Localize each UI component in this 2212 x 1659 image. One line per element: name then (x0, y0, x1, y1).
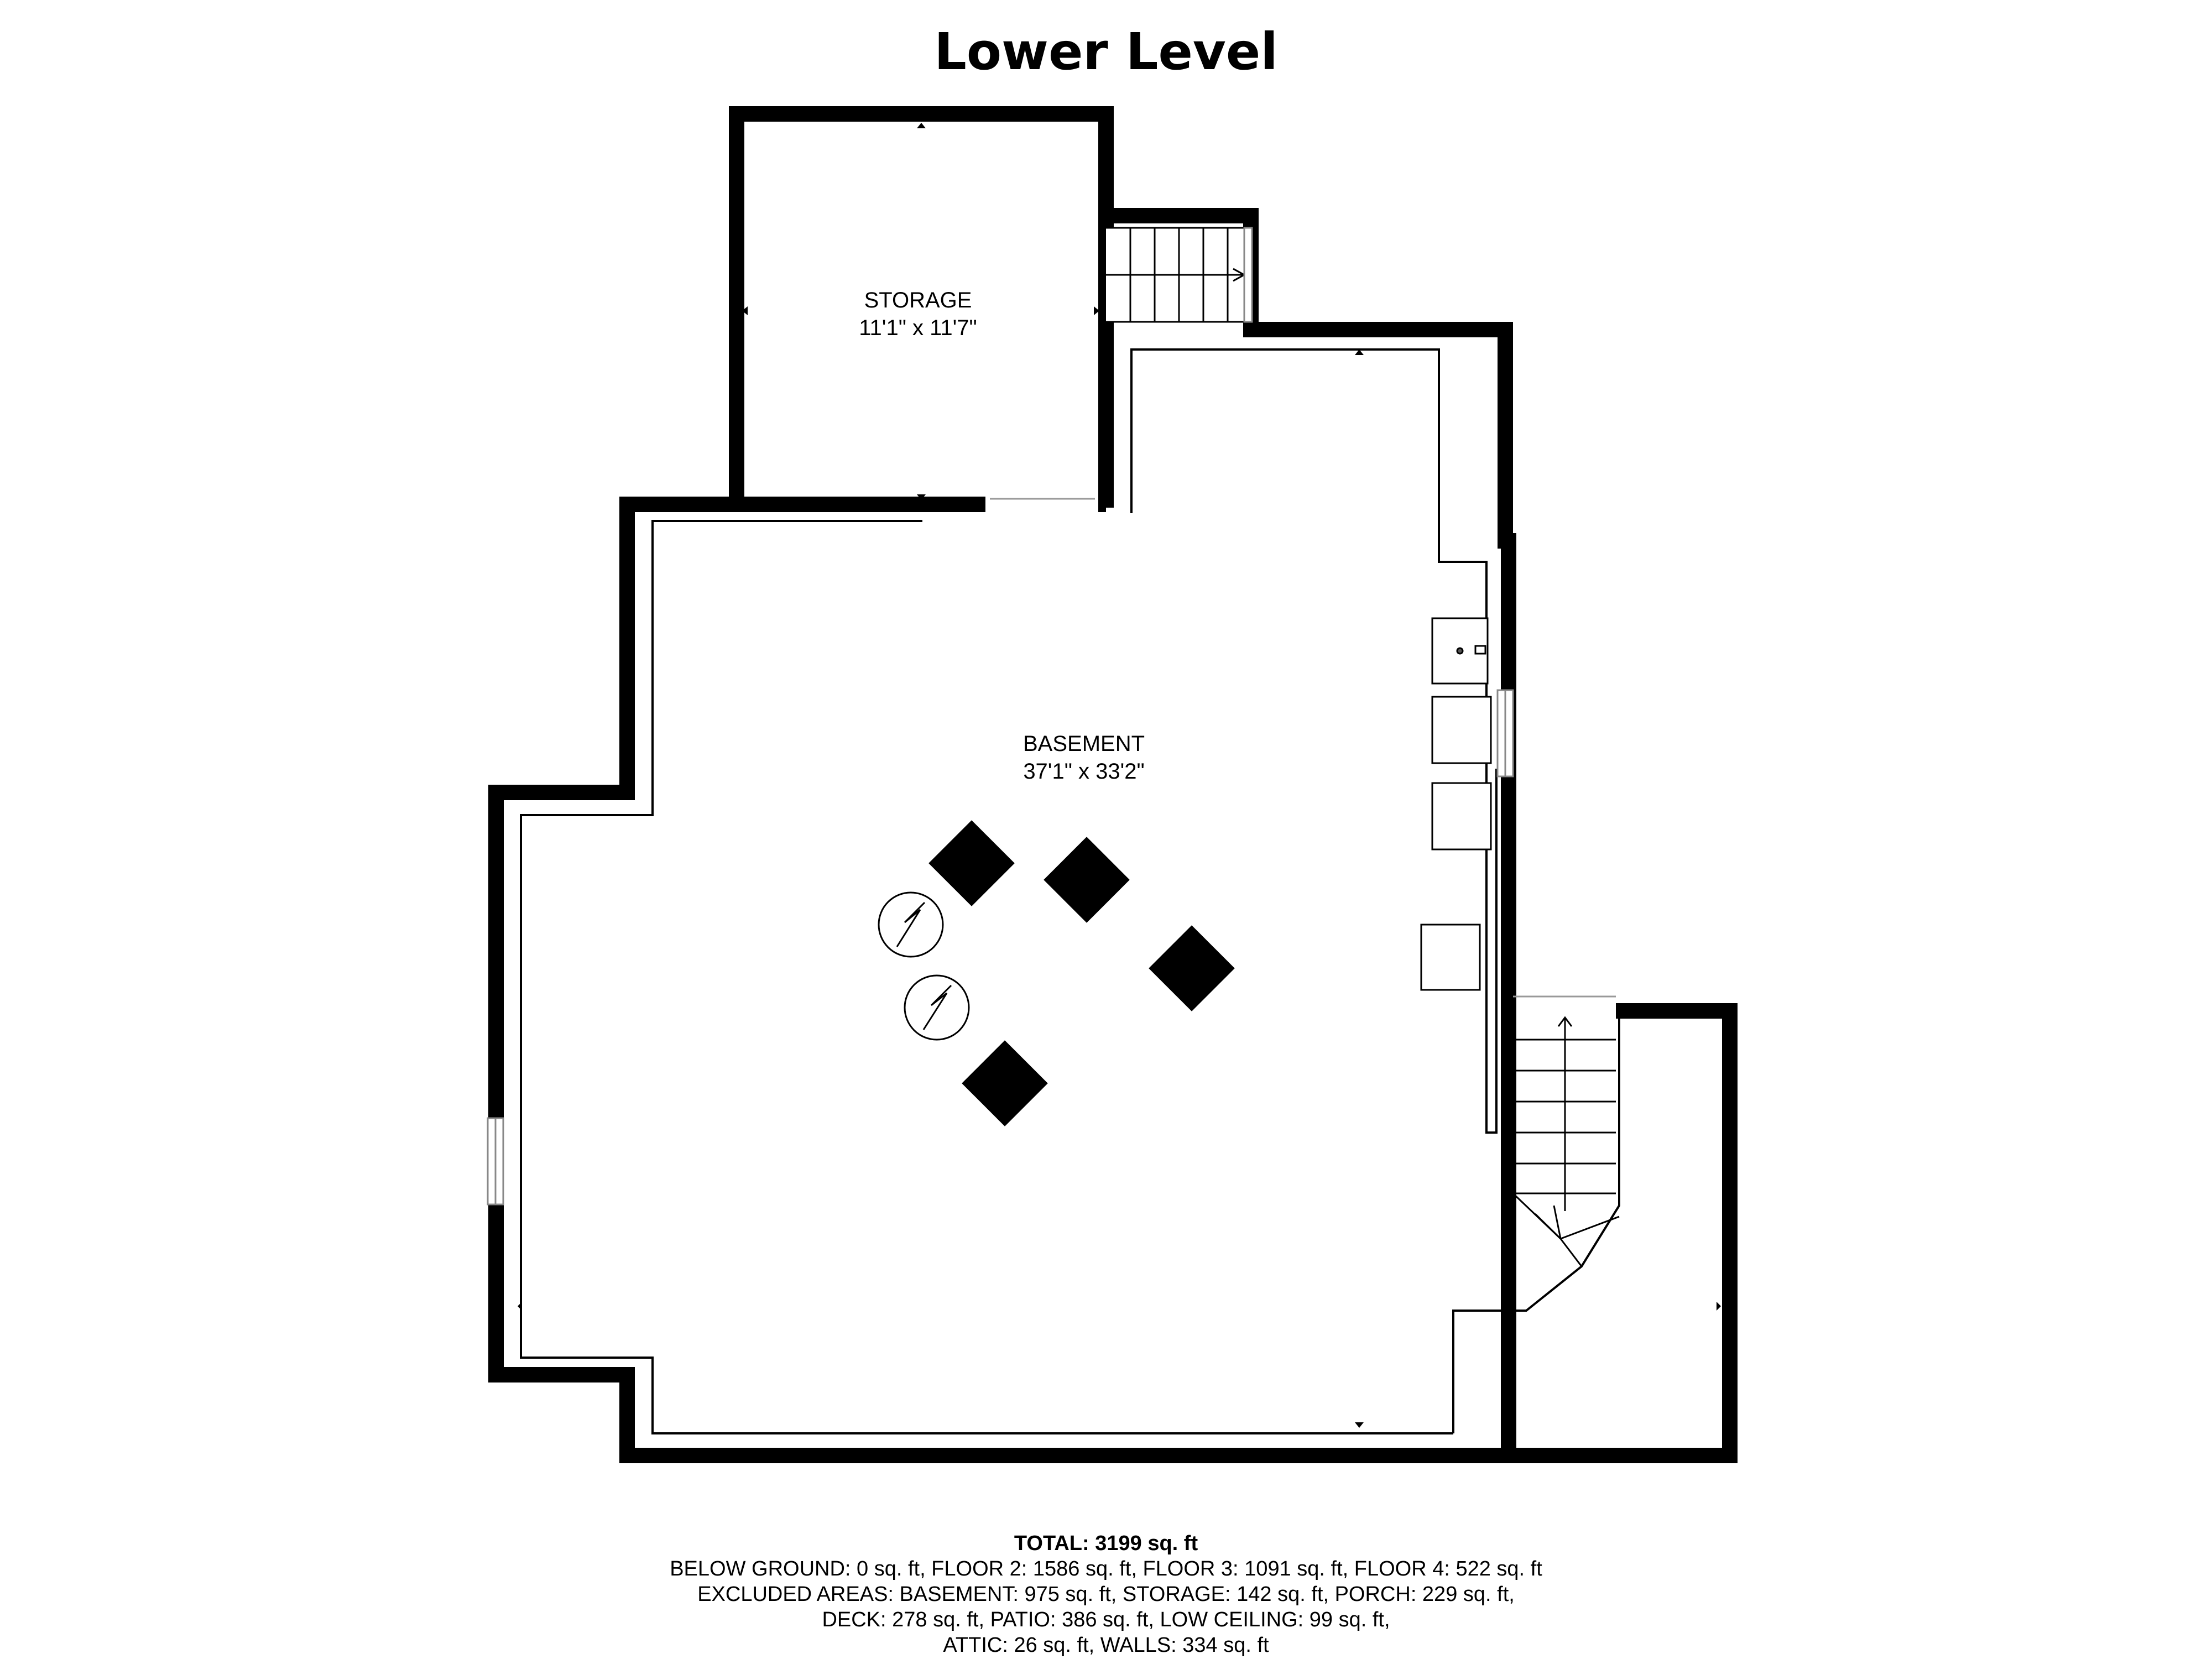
east-wing-wall (1509, 1003, 1738, 1463)
support-posts (928, 820, 1235, 1126)
basement-name: BASEMENT (1022, 732, 1145, 756)
outer-walls (488, 106, 1738, 1463)
area-summary: TOTAL: 3199 sq. ft BELOW GROUND: 0 sq. f… (0, 1531, 2212, 1658)
north-stairs (1106, 227, 1253, 323)
post-2 (1044, 837, 1130, 923)
north-stairs-door (1243, 227, 1253, 323)
water-heaters (878, 891, 970, 1041)
east-stairs (1512, 995, 1620, 1267)
post-3 (1149, 925, 1235, 1011)
basement-inner-line (520, 520, 1453, 1434)
storage-label: STORAGE 11'1" x 11'7" (813, 286, 1023, 342)
area-breakdown-line-3: DECK: 278 sq. ft, PATIO: 386 sq. ft, LOW… (822, 1608, 1390, 1631)
basement-dims: 37'1" x 33'2" (1023, 759, 1145, 784)
area-breakdown-line-1: BELOW GROUND: 0 sq. ft, FLOOR 2: 1586 sq… (670, 1557, 1542, 1580)
area-breakdown-line-4: ATTIC: 26 sq. ft, WALLS: 334 sq. ft (943, 1634, 1269, 1657)
post-1 (928, 820, 1015, 906)
basement-label: BASEMENT 37'1" x 33'2" (973, 730, 1194, 785)
washer (1431, 696, 1492, 764)
dryer (1431, 782, 1492, 851)
storage-dims: 11'1" x 11'7" (859, 316, 977, 340)
inner-wall-lines (520, 348, 1620, 1434)
area-breakdown-line-2: EXCLUDED AREAS: BASEMENT: 975 sq. ft, ST… (697, 1583, 1515, 1606)
total-area: TOTAL: 3199 sq. ft (1014, 1532, 1198, 1555)
dimension-markers (518, 123, 1721, 1428)
storage-name: STORAGE (864, 288, 972, 312)
counter (1420, 924, 1481, 991)
floor-title: Lower Level (934, 22, 1278, 81)
windows (487, 689, 1514, 1206)
post-4 (962, 1040, 1048, 1126)
fixtures (1420, 617, 1492, 991)
